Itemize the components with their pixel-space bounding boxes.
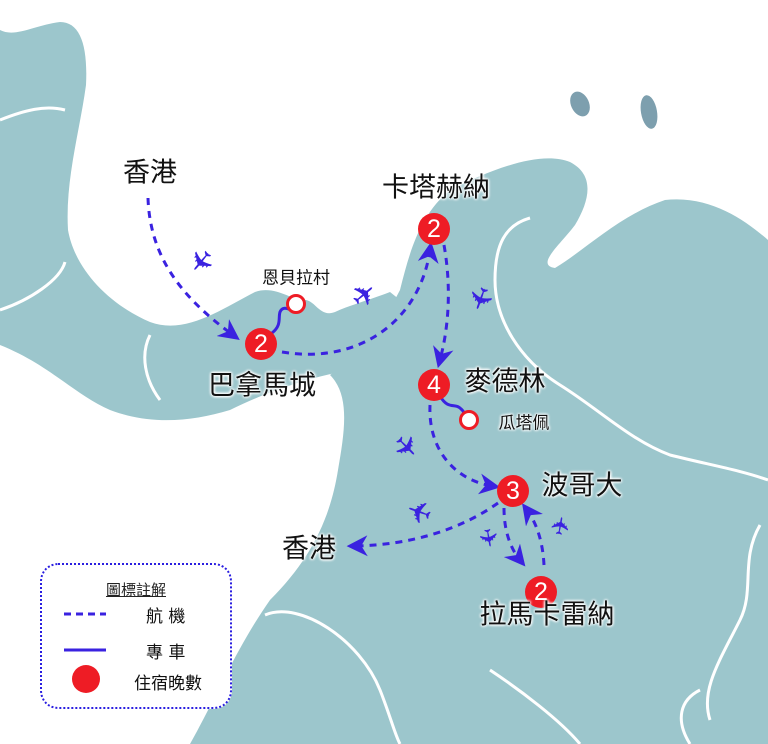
map-legend: 圖標註解 航 機 專 車 住宿晚數 — [40, 563, 232, 709]
legend-car-label: 專 車 — [146, 643, 186, 663]
city-label-cartagena: 卡塔赫納 — [382, 172, 490, 204]
city-label-panama: 巴拿馬城 — [208, 370, 316, 402]
city-label-bogota: 波哥大 — [541, 470, 623, 502]
airplane-icon: ✈ — [545, 513, 577, 539]
city-label-macarena: 拉馬卡雷納 — [479, 599, 615, 631]
nights-marker-bogota[interactable]: 3 — [497, 475, 529, 507]
city-label-hk-return: 香港 — [282, 533, 336, 565]
city-label-embera: 恩貝拉村 — [262, 268, 330, 289]
airplane-icon: ✈ — [472, 525, 504, 551]
stop-marker-embera[interactable] — [286, 294, 306, 314]
flight-bogota-hk — [346, 501, 499, 557]
nights-marker-cartagena[interactable]: 2 — [418, 213, 450, 245]
legend-flight-label: 航 機 — [146, 607, 186, 627]
flight-panama-cartagena — [281, 241, 439, 356]
island — [570, 91, 590, 117]
city-label-hk-origin: 香港 — [123, 157, 177, 189]
flight-routes — [146, 197, 546, 567]
flight-hk-panama — [146, 197, 240, 340]
island — [640, 95, 658, 129]
nights-marker-macarena[interactable]: 2 — [525, 576, 557, 608]
flight-bogota-macarena — [502, 507, 526, 567]
city-label-guatape: 瓜塔佩 — [498, 413, 550, 434]
city-label-medellin: 麥德林 — [464, 366, 546, 398]
south-america-land — [190, 158, 768, 744]
flight-cartagena-medellin — [433, 244, 454, 369]
legend-nights-label: 住宿晚數 — [134, 674, 202, 694]
flight-macarena-bogota — [522, 503, 546, 566]
stop-marker-guatape[interactable] — [459, 410, 479, 430]
legend-flight-line — [64, 612, 106, 616]
legend-nights-dot — [72, 665, 100, 693]
flight-medellin-bogota — [428, 404, 501, 495]
nights-marker-panama[interactable]: 2 — [245, 328, 277, 360]
nights-marker-medellin[interactable]: 4 — [418, 369, 450, 401]
legend-car-line — [64, 648, 106, 652]
central-america-land — [0, 22, 400, 421]
river-lines — [0, 106, 768, 744]
legend-title: 圖標註解 — [105, 581, 166, 599]
